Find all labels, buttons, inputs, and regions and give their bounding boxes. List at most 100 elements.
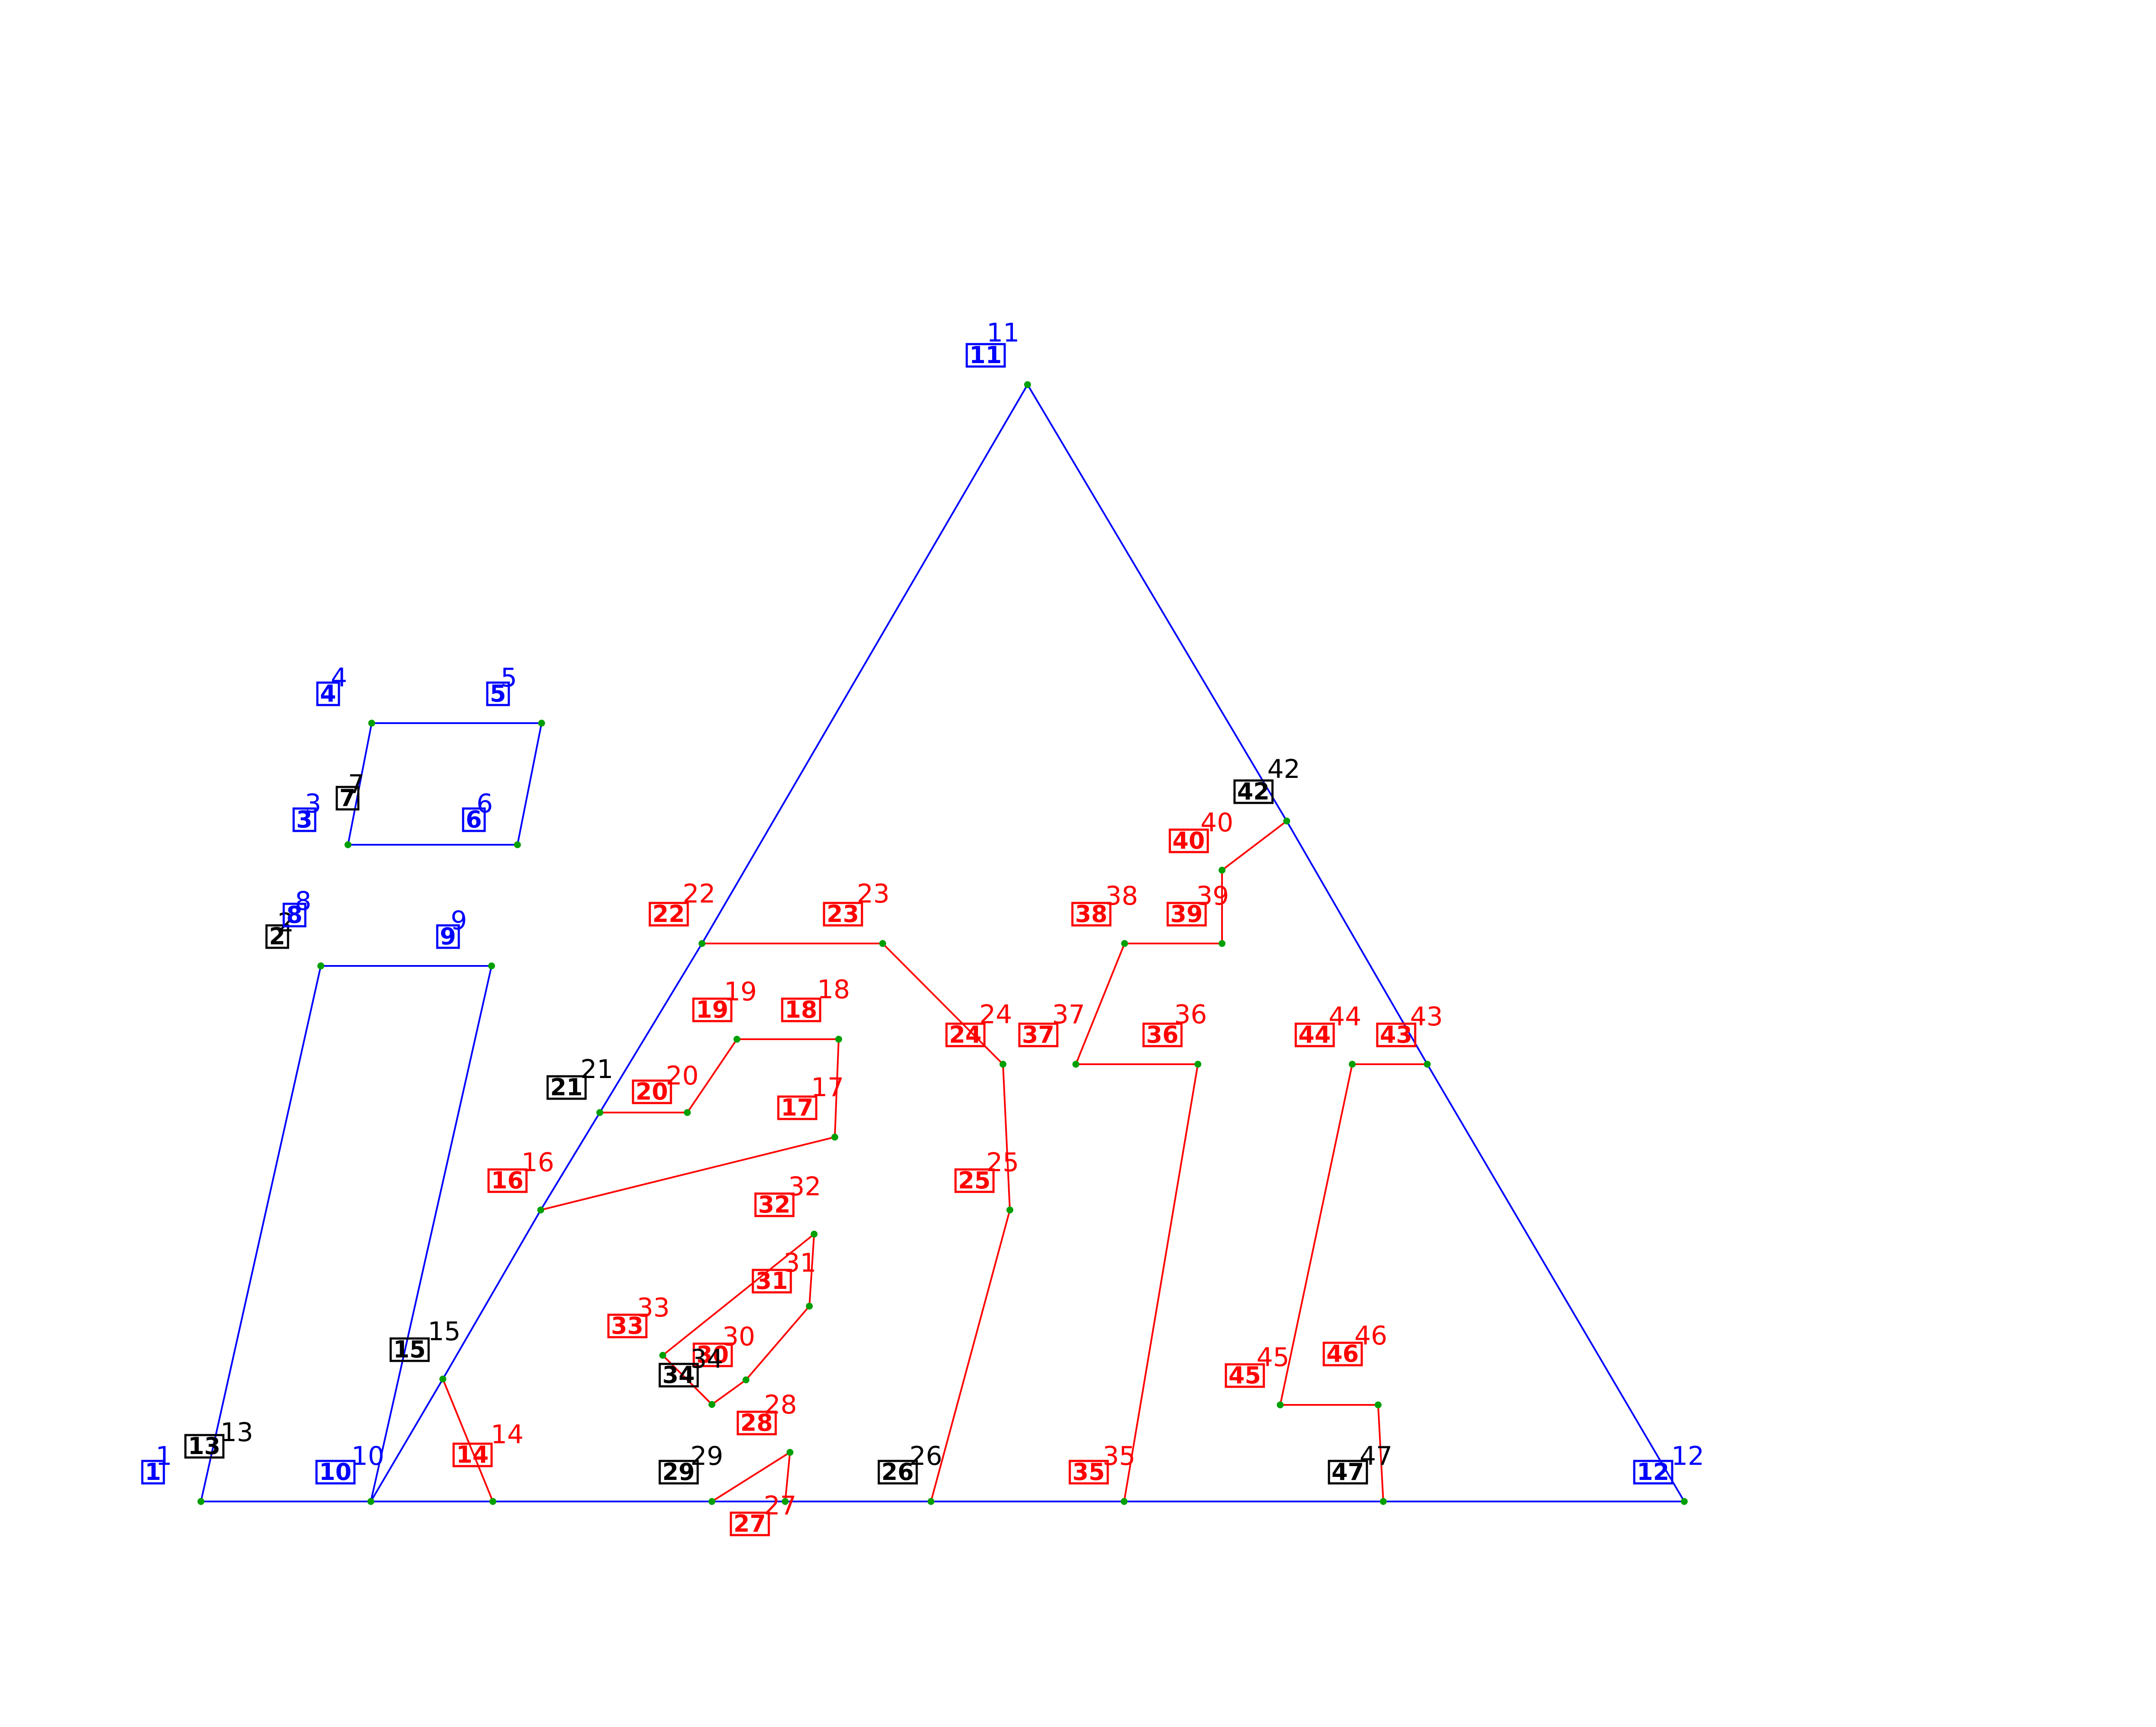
node-tag-text-9: 9 [440,923,456,950]
edge-11-42 [1027,384,1288,822]
node-label-47: 47 [1360,1441,1392,1471]
node-tag-17: 17 [777,1094,818,1121]
node-tag-text-14: 14 [456,1441,489,1468]
node-label-46: 46 [1354,1321,1387,1351]
node-tag-box-25 [954,1168,995,1193]
node-point-33 [659,1352,666,1359]
node-tag-2: 2 [265,923,289,950]
node-label-39: 39 [1196,881,1229,911]
node-tag-text-44: 44 [1298,1021,1331,1048]
node-point-6 [514,841,521,848]
node-tag-25: 25 [954,1167,995,1194]
node-tag-box-29 [658,1460,699,1485]
edge-46-47 [1377,1404,1384,1502]
node-tag-9: 9 [436,923,460,950]
node-point-29 [708,1498,715,1505]
node-tag-box-22 [649,902,689,927]
node-tag-text-45: 45 [1228,1362,1261,1389]
node-tag-text-47: 47 [1332,1458,1364,1486]
node-tag-text-8: 8 [286,901,303,928]
node-point-47 [1380,1498,1387,1505]
node-tag-box-8 [282,903,307,928]
node-tag-1: 1 [141,1458,165,1486]
node-label-34: 34 [690,1344,723,1374]
node-label-40: 40 [1200,808,1233,838]
edge-22-11 [701,384,1028,944]
node-tag-15: 15 [389,1336,430,1363]
node-tag-box-6 [462,807,486,832]
node-tag-box-42 [1233,779,1274,804]
node-point-39 [1219,940,1225,947]
node-label-3: 3 [305,789,321,819]
node-point-16 [537,1207,544,1213]
node-label-27: 27 [764,1491,796,1521]
node-label-24: 24 [979,1000,1012,1030]
node-label-23: 23 [857,879,890,909]
node-tag-11: 11 [965,342,1006,369]
node-tag-text-1: 1 [145,1458,161,1486]
node-tag-box-46 [1322,1341,1363,1367]
node-label-10: 10 [351,1441,384,1471]
node-tag-text-10: 10 [319,1458,351,1486]
node-label-8: 8 [295,886,311,916]
edge-43-12 [1426,1063,1685,1502]
node-point-21 [596,1109,603,1116]
node-tag-19: 19 [692,996,733,1023]
node-tag-box-44 [1294,1022,1335,1047]
edge-10-15 [370,1378,444,1502]
edge-29-28 [711,1451,791,1502]
edge-23-24 [882,943,1004,1065]
node-point-7 [345,841,351,848]
node-tag-26: 26 [877,1458,918,1486]
node-label-21: 21 [580,1054,613,1084]
node-point-14 [489,1498,496,1505]
node-tag-text-23: 23 [827,900,859,928]
node-tag-text-42: 42 [1237,778,1269,805]
node-label-13: 13 [220,1417,253,1448]
node-tag-text-17: 17 [781,1094,813,1121]
node-label-37: 37 [1052,1000,1085,1030]
node-tag-box-19 [692,997,733,1022]
node-tag-box-27 [730,1511,770,1536]
node-point-24 [1000,1061,1006,1068]
node-tag-text-39: 39 [1170,900,1203,928]
node-label-28: 28 [764,1390,797,1420]
node-tag-box-45 [1225,1363,1265,1388]
node-tag-text-19: 19 [696,996,728,1023]
node-point-22 [699,940,705,947]
node-tag-box-9 [436,924,460,949]
node-point-23 [879,940,886,947]
edge-19-20 [686,1038,738,1113]
node-tag-22: 22 [649,900,689,928]
node-tag-text-16: 16 [491,1167,523,1194]
node-point-12 [1681,1498,1688,1505]
node-label-15: 15 [428,1316,461,1347]
edge-28-27 [784,1452,791,1502]
edge-16-21 [540,1112,601,1211]
node-tag-36: 36 [1142,1021,1183,1048]
node-tag-box-26 [877,1460,918,1485]
node-tag-text-12: 12 [1637,1458,1669,1486]
edge-44-45 [1279,1064,1353,1405]
node-point-40 [1219,867,1225,874]
node-tag-text-20: 20 [636,1078,668,1105]
node-tag-7: 7 [335,784,360,812]
node-label-11: 11 [987,318,1019,348]
node-tag-text-26: 26 [881,1458,914,1486]
node-tag-6: 6 [462,806,486,833]
node-tag-3: 3 [292,806,317,833]
node-label-16: 16 [521,1147,554,1178]
node-tag-text-5: 5 [490,680,506,707]
node-label-2: 2 [278,908,294,938]
node-tag-14: 14 [452,1441,493,1468]
node-tag-box-18 [781,997,821,1022]
node-tag-4: 4 [316,680,340,707]
node-tag-box-28 [736,1410,777,1436]
node-label-42: 42 [1267,754,1300,784]
node-tag-21: 21 [546,1074,587,1101]
node-point-30 [743,1376,749,1383]
node-tag-box-32 [754,1192,795,1217]
node-point-11 [1024,381,1031,388]
